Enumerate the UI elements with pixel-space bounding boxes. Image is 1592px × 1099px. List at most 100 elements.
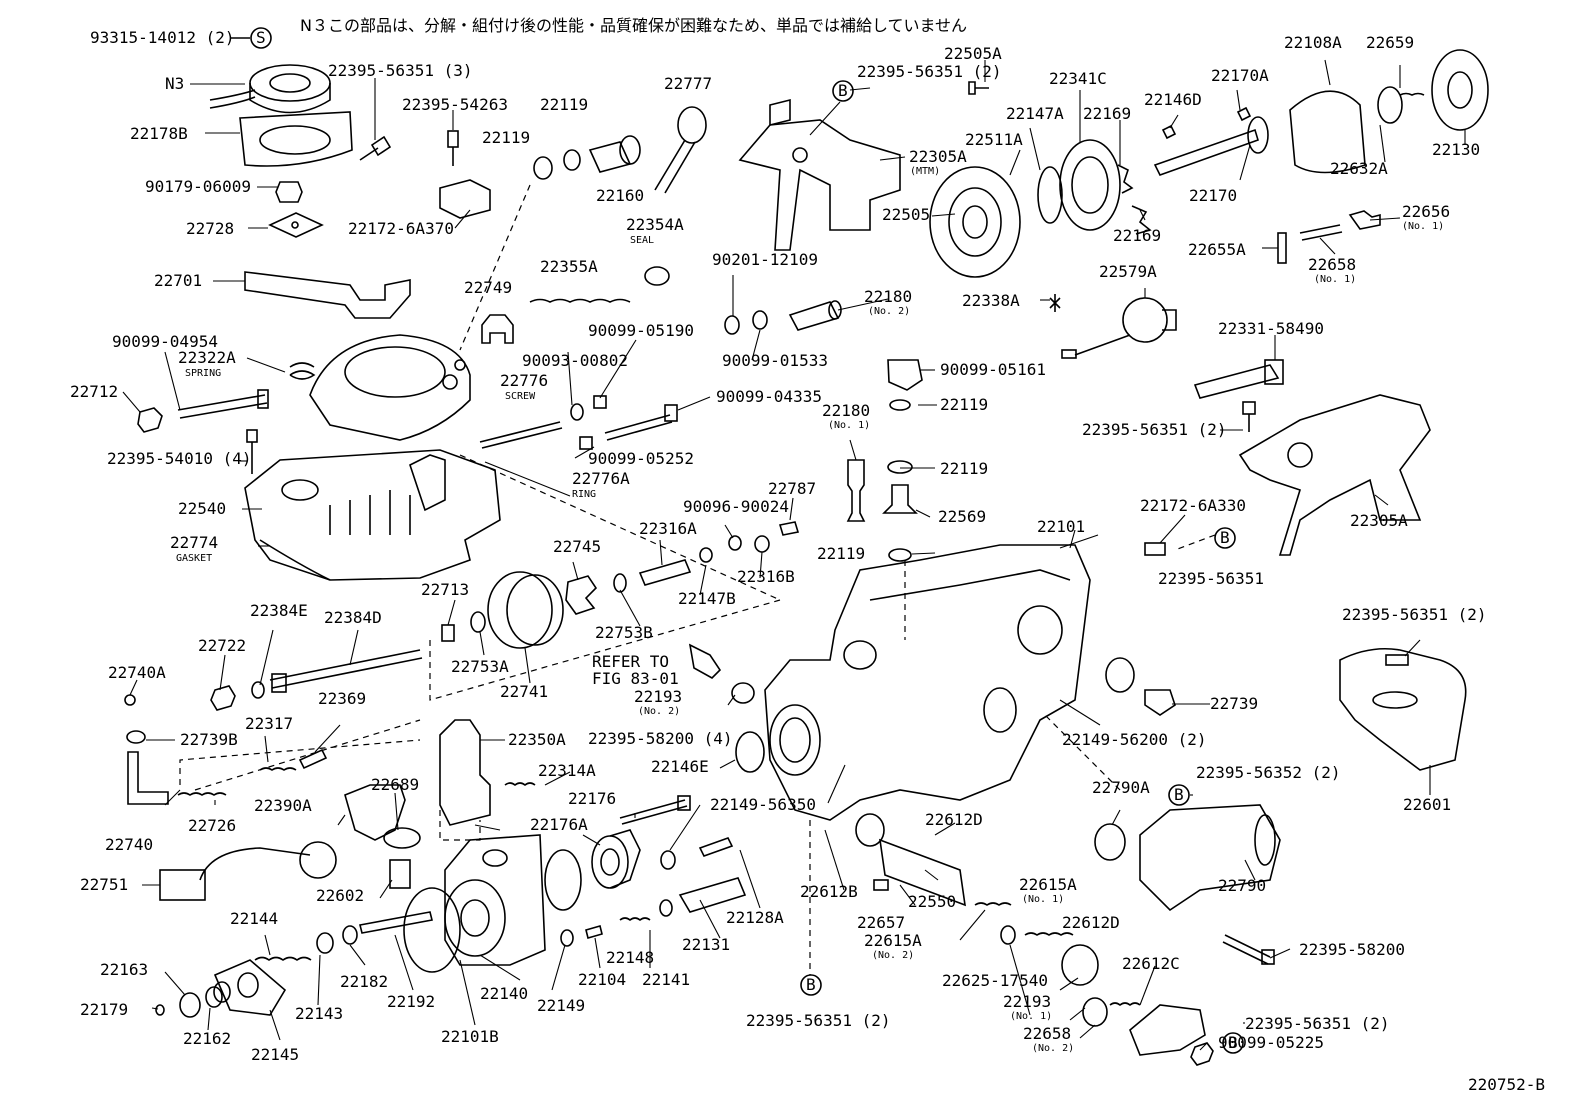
screw-part [585, 925, 603, 939]
pump-head-part [444, 834, 546, 966]
part-label: 22131 [682, 935, 731, 954]
part-note: SCREW [505, 391, 536, 402]
nut-part [593, 395, 607, 409]
part-label: 22550 [908, 892, 957, 911]
part-label: 22739 [1210, 694, 1259, 713]
part-label: 22140 [480, 984, 529, 1003]
nut-part [1190, 1042, 1214, 1066]
bolt-part [619, 795, 691, 825]
b-mark-label: B [838, 81, 848, 100]
seal-part [644, 266, 670, 286]
part-label: 22317 [245, 714, 294, 733]
spring-part [1024, 932, 1074, 936]
screw-part [778, 521, 800, 536]
part-label: 22740A [108, 663, 166, 682]
shaft-part [638, 559, 692, 586]
washer-part [1000, 925, 1016, 945]
part-label: 22147B [678, 589, 736, 608]
part-label: 22341C [1049, 69, 1107, 88]
part-label: 22354A [626, 215, 684, 234]
b-mark-icon [1214, 527, 1236, 549]
o-ring-part [1105, 657, 1135, 693]
screw-part [479, 421, 563, 449]
b-mark-icon [1168, 784, 1190, 806]
pin-part [298, 748, 328, 770]
o-ring-part [155, 1004, 165, 1016]
s-mark-icon [231, 27, 272, 49]
part-label: 22314A [538, 761, 596, 780]
part-label: 22316B [737, 567, 795, 586]
part-label: 22176 [568, 789, 617, 808]
cam-ring-part [591, 829, 641, 889]
part-label: 22395-56351 (2) [857, 62, 1002, 81]
part-label: 22169 [1083, 104, 1132, 123]
part-label: 22777 [664, 74, 713, 93]
washer-part [533, 156, 553, 180]
part-note: SPRING [185, 368, 222, 379]
bolt-part [1242, 401, 1256, 432]
valve-part [678, 877, 747, 913]
part-note: (No. 1) [1010, 1011, 1053, 1022]
washer-part [570, 403, 584, 421]
washer-part [752, 310, 768, 330]
flange-part [213, 959, 287, 1016]
bolt-part [447, 130, 459, 166]
clip-part [481, 314, 514, 344]
part-label: 22505A [944, 44, 1002, 63]
part-label: 22395-56351 (3) [328, 61, 473, 80]
key-part [1236, 106, 1252, 122]
part-label: 22130 [1432, 140, 1481, 159]
part-label: 22655A [1188, 240, 1246, 259]
part-note: GASKET [176, 553, 213, 564]
spring-part [504, 782, 536, 787]
part-label: 22790A [1092, 778, 1150, 797]
b-mark-label: B [1228, 1033, 1238, 1052]
part-label: 22162 [183, 1029, 232, 1048]
part-label: 22657 [857, 913, 906, 932]
part-label: 22701 [154, 271, 203, 290]
part-label: 22658 [1023, 1024, 1072, 1043]
b-mark-icon [800, 974, 822, 996]
part-label: 22395-58200 [1299, 940, 1405, 959]
part-label: 22119 [817, 544, 866, 563]
washer-part [563, 149, 581, 171]
part-label: 22182 [340, 972, 389, 991]
part-note: SEAL [630, 235, 655, 246]
pin-part [873, 879, 889, 891]
part-label: 22511A [965, 130, 1023, 149]
o-ring-part [251, 681, 265, 699]
part-note: (No. 2) [1032, 1043, 1075, 1054]
part-label: 22625-17540 [942, 971, 1048, 990]
part-label: 90099-05252 [588, 449, 694, 468]
tube-part [855, 813, 966, 907]
part-label: 22658 [1308, 255, 1357, 274]
b-mark-icon [832, 80, 854, 102]
part-label: 22193 [634, 687, 683, 706]
part-label: 90099-05225 [1218, 1033, 1324, 1052]
spring-part [259, 767, 297, 771]
washer-part [179, 992, 201, 1018]
governor-weight-part [487, 571, 564, 649]
part-label: 22141 [642, 970, 691, 989]
part-label: N3 [165, 74, 185, 93]
spring-part [974, 902, 1012, 906]
part-label: 90093-00802 [522, 351, 628, 370]
part-label: 22180 [822, 401, 871, 420]
lever-part [127, 751, 169, 805]
part-label: 22350A [508, 730, 566, 749]
part-note: (No. 2) [872, 950, 915, 961]
bolt-part [246, 429, 258, 474]
part-label: 22147A [1006, 104, 1064, 123]
screw-part [359, 135, 392, 161]
part-label: 22305A [909, 147, 967, 166]
part-label: 22170A [1211, 66, 1269, 85]
part-label: 22602 [316, 886, 365, 905]
nut-part [275, 181, 303, 203]
leader-lines [122, 59, 1466, 1051]
o-ring-part [1094, 823, 1126, 861]
washer-part [888, 548, 912, 562]
part-label: 22149 [537, 996, 586, 1015]
washer-part [613, 573, 627, 593]
part-label: 22119 [940, 395, 989, 414]
